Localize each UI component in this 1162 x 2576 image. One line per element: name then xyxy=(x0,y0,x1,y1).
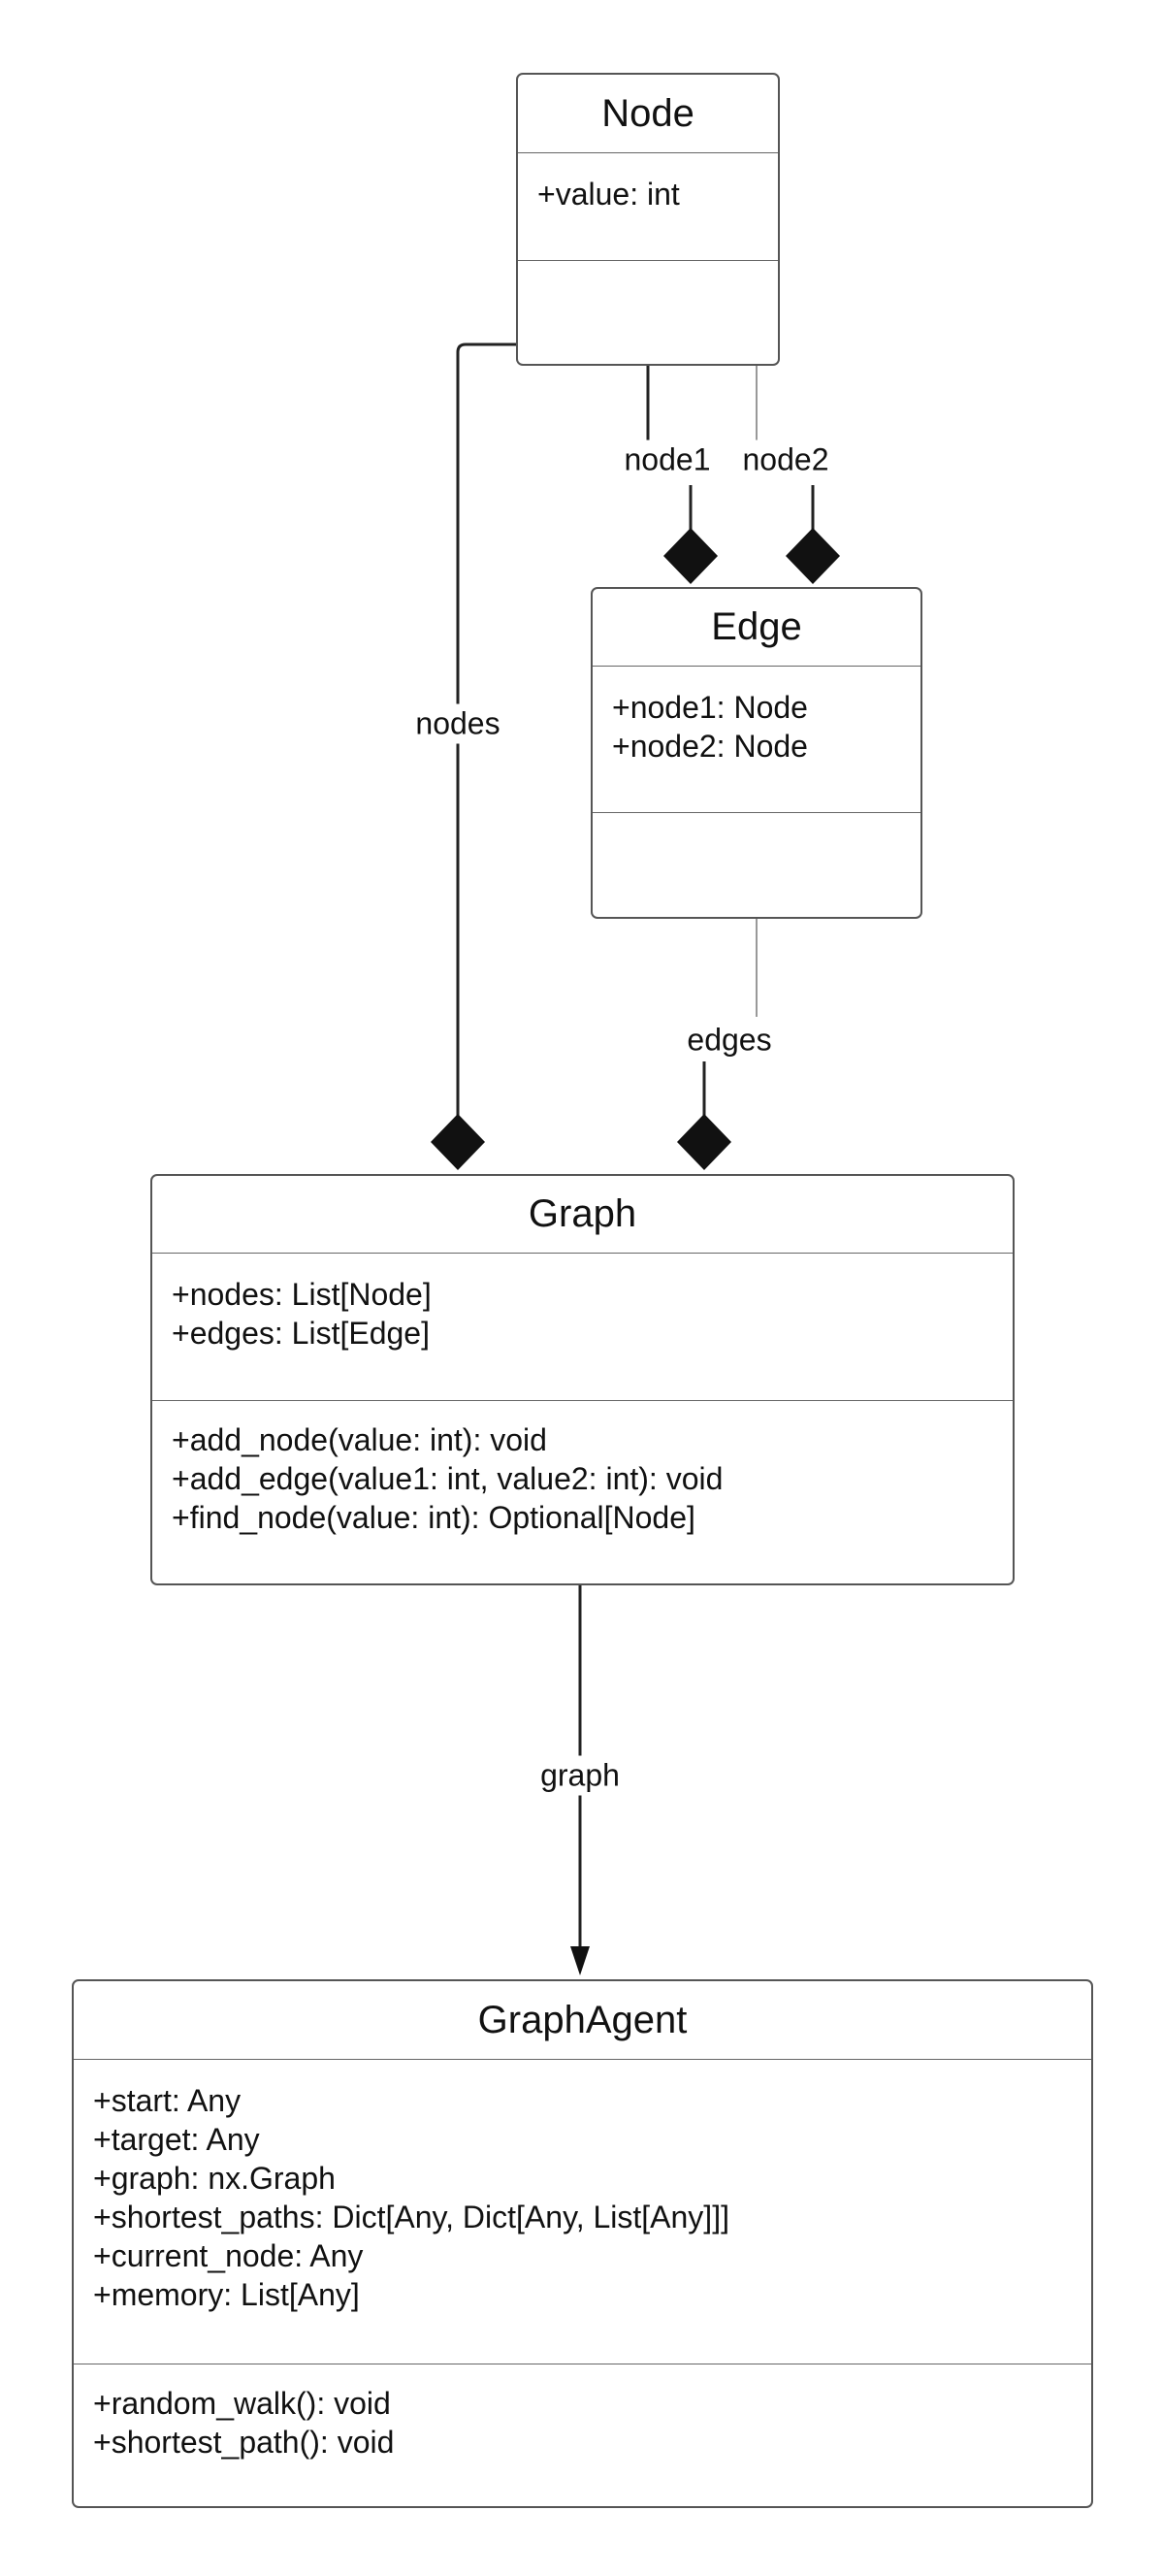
graph-agent-attribute: +start: Any xyxy=(93,2083,242,2118)
node-attribute: +value: int xyxy=(537,177,680,212)
graph-attribute: +nodes: List[Node] xyxy=(172,1277,432,1312)
graph-attribute: +edges: List[Edge] xyxy=(172,1316,430,1351)
edge-attribute: +node1: Node xyxy=(612,690,808,725)
edges-composition-diamond xyxy=(677,1114,731,1170)
node1-label: node1 xyxy=(620,440,715,480)
edge-class-attributes: +node1: Node +node2: Node xyxy=(593,667,920,813)
graph-agent-attribute: +shortest_paths: Dict[Any, Dict[Any, Lis… xyxy=(93,2200,729,2234)
graph-class-attributes: +nodes: List[Node] +edges: List[Edge] xyxy=(152,1254,1013,1401)
edge-class-name: Edge xyxy=(593,589,920,667)
graph-agent-attribute: +graph: nx.Graph xyxy=(93,2161,336,2196)
graph-agent-class[interactable]: GraphAgent +start: Any +target: Any +gra… xyxy=(72,1979,1093,2508)
edge-attribute: +node2: Node xyxy=(612,729,808,764)
nodes-label: nodes xyxy=(411,703,504,744)
node-class-attributes: +value: int xyxy=(518,153,778,261)
nodes-composition-diamond xyxy=(431,1114,485,1170)
nodes-connector xyxy=(456,342,524,1116)
graph-agent-class-operations: +random_walk(): void +shortest_path(): v… xyxy=(74,2364,1091,2462)
node2-label: node2 xyxy=(738,440,833,480)
graph-agent-class-attributes: +start: Any +target: Any +graph: nx.Grap… xyxy=(74,2060,1091,2364)
graph-arrowhead xyxy=(570,1946,590,1975)
graph-class-operations: +add_node(value: int): void +add_edge(va… xyxy=(152,1401,1013,1537)
node-class-operations xyxy=(518,261,778,280)
graph-label: graph xyxy=(536,1755,624,1796)
graph-class[interactable]: Graph +nodes: List[Node] +edges: List[Ed… xyxy=(150,1174,1015,1585)
graph-agent-attribute: +memory: List[Any] xyxy=(93,2277,360,2312)
node1-composition-diamond xyxy=(663,528,718,584)
graph-agent-attribute: +current_node: Any xyxy=(93,2238,364,2273)
graph-agent-operation: +random_walk(): void xyxy=(93,2386,391,2421)
edge-class-operations xyxy=(593,813,920,832)
graph-agent-operation: +shortest_path(): void xyxy=(93,2425,395,2460)
graph-agent-class-name: GraphAgent xyxy=(74,1981,1091,2060)
node2-composition-diamond xyxy=(786,528,840,584)
graph-operation: +find_node(value: int): Optional[Node] xyxy=(172,1500,695,1535)
edges-label: edges xyxy=(683,1020,776,1060)
graph-operation: +add_edge(value1: int, value2: int): voi… xyxy=(172,1461,724,1496)
edge-class[interactable]: Edge +node1: Node +node2: Node xyxy=(591,587,922,919)
node-class-name: Node xyxy=(518,75,778,153)
node-class[interactable]: Node +value: int xyxy=(516,73,780,366)
graph-operation: +add_node(value: int): void xyxy=(172,1422,547,1457)
graph-class-name: Graph xyxy=(152,1176,1013,1254)
graph-agent-attribute: +target: Any xyxy=(93,2122,260,2157)
